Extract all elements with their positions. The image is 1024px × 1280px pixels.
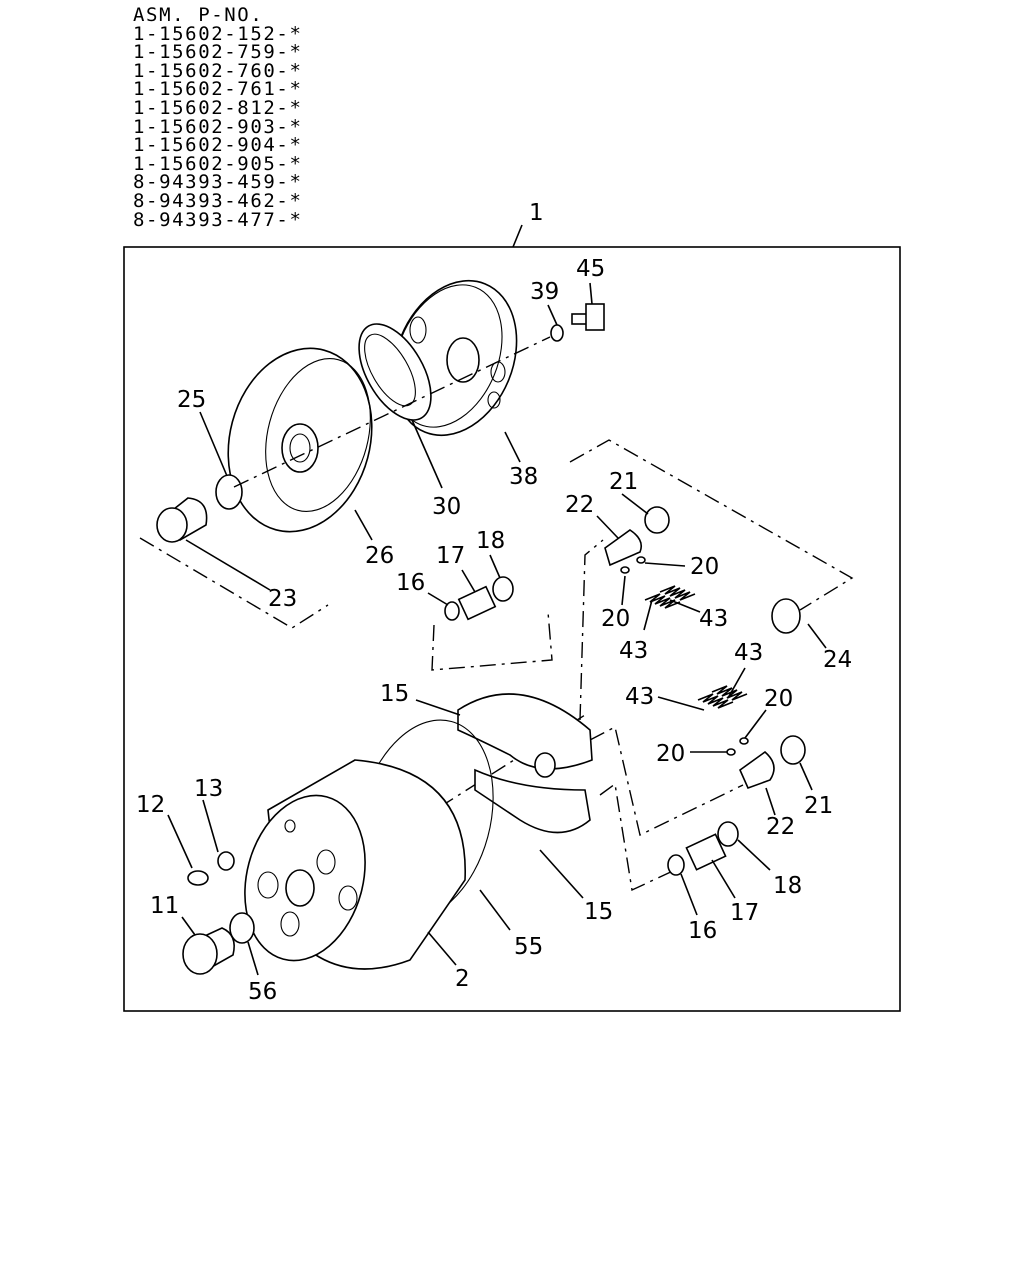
- spring-part-43-upper-b: [659, 585, 696, 601]
- callout-20-a: 20: [690, 554, 719, 580]
- asm-part-number-list: 1-15602-152-*1-15602-759-*1-15602-760-*1…: [133, 22, 303, 231]
- callout-43-c: 43: [734, 640, 763, 666]
- callout-43-d: 43: [625, 684, 654, 710]
- subgroup-bracket-22-upper: [579, 539, 604, 721]
- pin-part-20-lower-a: [739, 737, 749, 745]
- sleeve-part-17-lower: [685, 833, 727, 871]
- callout-16-lower: 16: [688, 918, 717, 944]
- pin-part-20-upper-b: [620, 566, 630, 574]
- asm-part-number: 1-15602-760-*: [133, 59, 303, 82]
- subgroup-bracket-16-18-upper: [431, 611, 553, 671]
- snap-ring-part-25: [215, 474, 243, 510]
- asm-part-number: 8-94393-459-*: [133, 171, 303, 194]
- callout-23: 23: [268, 586, 297, 612]
- callout-18-lower: 18: [773, 873, 802, 899]
- asm-part-number: 1-15602-152-*: [133, 22, 303, 45]
- callout-20-b: 20: [601, 606, 630, 632]
- assembly-frame: [123, 246, 901, 1012]
- axis-line-upper: [233, 336, 551, 488]
- asm-part-number: 1-15602-812-*: [133, 96, 303, 119]
- callout-26: 26: [365, 543, 394, 569]
- sleeve-part-17-upper: [457, 585, 497, 621]
- bushing-part-16-lower: [667, 854, 685, 876]
- callout-16-upper: 16: [396, 570, 425, 596]
- bushing-part-16-upper: [444, 601, 460, 621]
- callout-12: 12: [136, 792, 165, 818]
- callout-25: 25: [177, 387, 206, 413]
- spring-seat-part-22-upper: [604, 529, 643, 567]
- ring-part-21-lower: [780, 735, 806, 765]
- callout-55: 55: [514, 934, 543, 960]
- callout-13: 13: [194, 776, 223, 802]
- gasket-part-56: [229, 912, 255, 944]
- callout-45: 45: [576, 256, 605, 282]
- o-ring-part-24: [771, 598, 801, 634]
- subgroup-bracket-16-18-lower: [599, 782, 676, 892]
- callout-20-d: 20: [656, 741, 685, 767]
- callout-22-lower: 22: [766, 814, 795, 840]
- callout-17-upper: 17: [436, 543, 465, 569]
- asm-part-number: 8-94393-477-*: [133, 208, 303, 231]
- impeller-housing-part-26: [227, 347, 373, 533]
- weight-part-15-upper: [457, 693, 593, 770]
- spring-part-43-upper-a: [644, 593, 681, 609]
- bolt-part-45: [571, 303, 605, 331]
- callout-38: 38: [509, 464, 538, 490]
- callout-1: 1: [529, 200, 544, 226]
- asm-part-number: 1-15602-759-*: [133, 41, 303, 64]
- ring-part-21-upper: [644, 506, 670, 534]
- callout-22-upper: 22: [565, 492, 594, 518]
- drain-plug-part-11: [182, 927, 235, 975]
- callout-24: 24: [823, 647, 852, 673]
- callout-30: 30: [432, 494, 461, 520]
- plug-part-23: [156, 497, 208, 543]
- asm-part-number: 8-94393-462-*: [133, 189, 303, 212]
- callout-2: 2: [455, 966, 470, 992]
- callout-43-b: 43: [619, 638, 648, 664]
- subgroup-bracket-22-lower: [589, 725, 744, 837]
- asm-part-number: 1-15602-904-*: [133, 134, 303, 157]
- ring-part-18-lower: [717, 821, 739, 847]
- callout-labels: 1 45 39 25 38 30 21 22 26 23 17 18 16 20…: [136, 200, 852, 1005]
- spring-seat-part-22-lower: [739, 750, 775, 790]
- callout-39: 39: [530, 279, 559, 305]
- callout-43-a: 43: [699, 606, 728, 632]
- pin-part-20-upper-a: [636, 556, 646, 564]
- callout-56: 56: [248, 979, 277, 1005]
- leader-lines: [167, 282, 827, 976]
- washer-part-13: [217, 851, 235, 871]
- subgroup-bracket-23: [139, 537, 329, 629]
- callout-11: 11: [150, 893, 179, 919]
- asm-part-number: 1-15602-905-*: [133, 152, 303, 175]
- asm-part-number: 1-15602-761-*: [133, 78, 303, 101]
- asm-part-number: 1-15602-903-*: [133, 115, 303, 138]
- callout-17-lower: 17: [730, 900, 759, 926]
- callout-15-upper: 15: [380, 681, 409, 707]
- washer-part-39: [550, 324, 564, 342]
- pin-part-20-lower-b: [726, 748, 736, 756]
- subgroup-bracket-upper-right: [569, 439, 854, 611]
- spring-part-43-lower-a: [697, 693, 734, 709]
- callout-21-lower: 21: [804, 793, 833, 819]
- spring-part-43-lower-b: [711, 685, 748, 701]
- callout-20-c: 20: [764, 686, 793, 712]
- seal-ring-part-30: [358, 323, 432, 421]
- callout-18-upper: 18: [476, 528, 505, 554]
- callout-21-upper: 21: [609, 469, 638, 495]
- leader-1: [512, 224, 523, 248]
- asm-part-number-heading: ASM. P-NO.: [133, 4, 264, 26]
- main-body-part-2: [244, 719, 494, 970]
- screw-part-12: [187, 870, 209, 886]
- callout-15-lower: 15: [584, 899, 613, 925]
- ring-part-18-upper: [492, 576, 514, 602]
